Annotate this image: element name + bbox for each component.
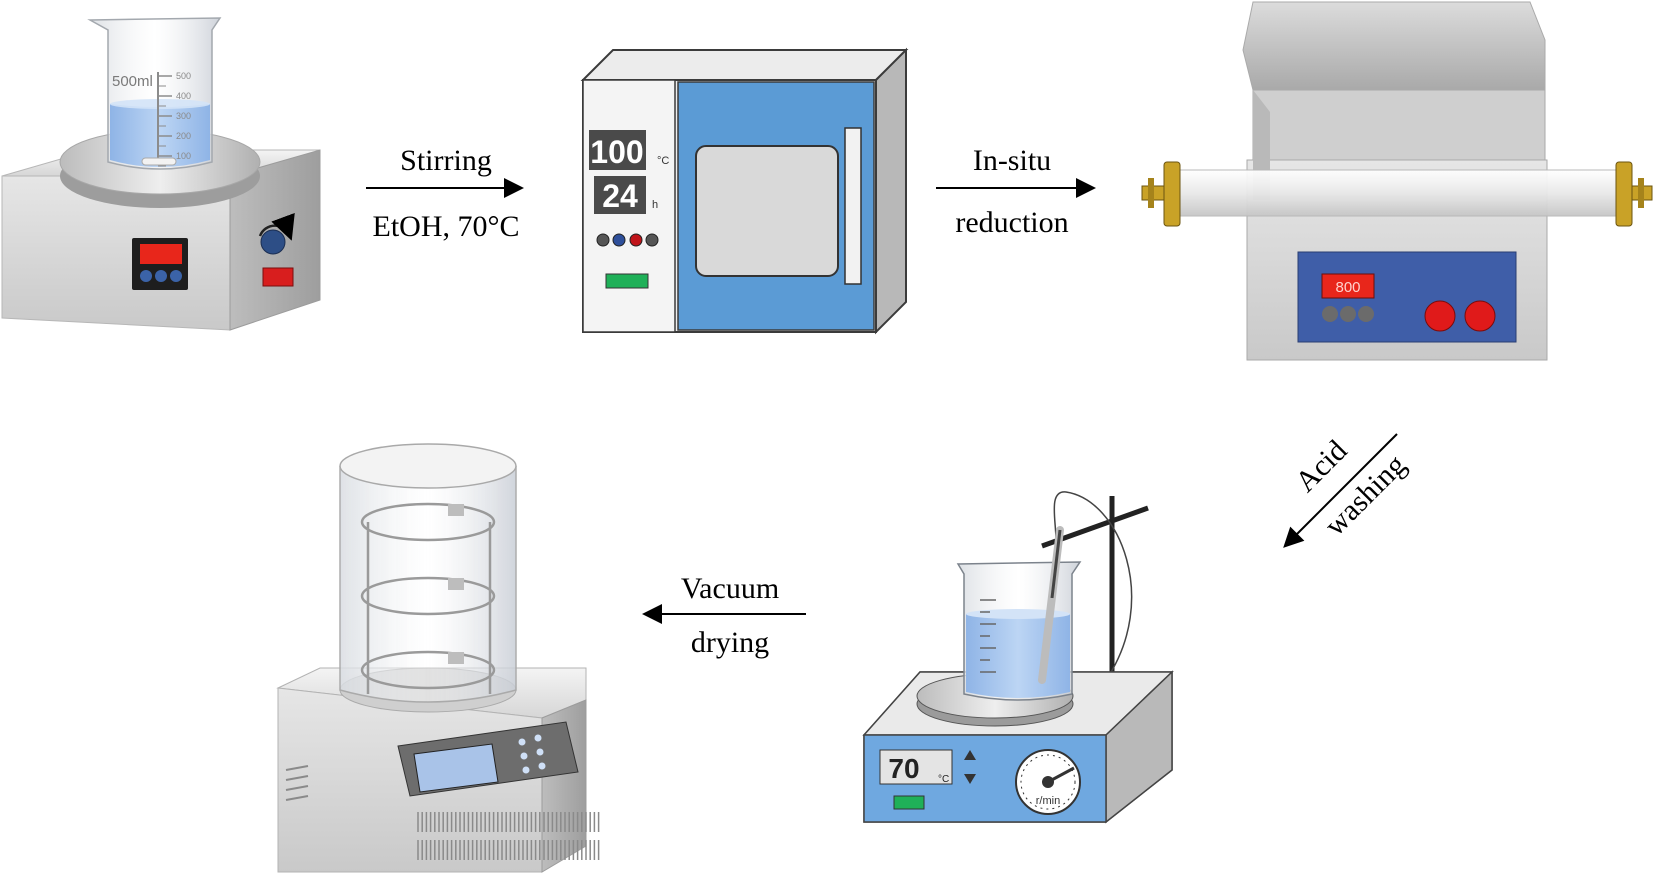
tube-flange-right (1615, 161, 1653, 227)
tube-furnace: 800 (1141, 1, 1653, 361)
beaker-graduation-label: 300 (176, 111, 191, 121)
step-label-drying: drying (691, 626, 769, 659)
beaker-graduations: 500 400 300 200 100 (158, 71, 191, 167)
speed-dial-unit: r/min (1036, 795, 1060, 807)
stirrer-display (140, 244, 182, 264)
hotplate-temperature-display (879, 749, 953, 785)
oven-time-value: 24 (602, 178, 638, 214)
beaker-graduation-label: 500 (176, 71, 191, 81)
step-label-in-situ: In-situ (973, 144, 1051, 177)
drying-oven: 100 °C 24 h (580, 47, 909, 335)
beaker-small-graduations (980, 599, 996, 673)
step-label-vacuum: Vacuum (681, 572, 779, 605)
beaker-500ml: 500ml 500 400 300 200 100 (87, 17, 222, 170)
oven-temperature-unit: °C (657, 155, 669, 167)
oven-buttons (596, 233, 659, 247)
magnetic-stirrer-with-beaker: 500ml 500 400 300 200 100 (1, 17, 321, 331)
oven-window (695, 145, 839, 277)
step-label-etoh: EtOH, 70°C (373, 210, 520, 243)
power-switch (262, 267, 294, 287)
step-arrow-washing: Acid washing (1283, 433, 1412, 548)
oven-time-display (594, 176, 646, 214)
step-arrow-reduction: In-situ reduction (936, 144, 1096, 239)
oven-power-indicator (605, 273, 649, 289)
hotplate-temperature-value: 70 (888, 753, 919, 784)
oven-door-handle (844, 127, 862, 285)
furnace-button-2 (1464, 300, 1496, 332)
freeze-dryer-side-vents (285, 765, 309, 801)
freeze-dryer-screen (413, 743, 499, 793)
electrode-cable (1053, 491, 1133, 681)
furnace-display (1321, 273, 1375, 299)
oven-time-unit: h (652, 199, 658, 211)
hotplate-temperature-unit: °C (938, 774, 949, 785)
stirrer-knob (260, 229, 286, 255)
temp-up-arrow-icon (964, 750, 976, 760)
step-label-stirring: Stirring (400, 144, 492, 177)
step-label-reduction: reduction (955, 206, 1068, 239)
freeze-dryer-keypad (518, 734, 546, 774)
furnace-display-value: 800 (1335, 279, 1360, 296)
temp-down-arrow-icon (964, 774, 976, 784)
step-arrow-drying: Vacuum drying (642, 572, 806, 659)
furnace-button-1 (1424, 300, 1456, 332)
hotplate-power-indicator (893, 795, 925, 810)
step-label-acid: Acid (1289, 434, 1354, 499)
hotplate-stirrer-with-electrode: 70 °C r/min (862, 491, 1174, 824)
beaker-small (956, 526, 1082, 701)
speed-dial: r/min (1015, 749, 1081, 815)
quartz-tube (1167, 169, 1629, 217)
beaker-volume-label: 500ml (112, 73, 153, 90)
tube-flange-left (1141, 161, 1181, 227)
beaker-graduation-label: 100 (176, 151, 191, 161)
beaker-graduation-label: 400 (176, 91, 191, 101)
vacuum-freeze-dryer (276, 443, 600, 873)
freeze-dryer-chamber (339, 466, 517, 703)
oven-temperature-value: 100 (590, 134, 643, 170)
step-arrow-stirring: Stirring EtOH, 70°C (366, 144, 524, 243)
beaker-graduation-label: 200 (176, 131, 191, 141)
oven-temperature-display (589, 130, 646, 170)
freeze-dryer-shelves (360, 502, 496, 694)
stir-bar (141, 157, 177, 166)
freeze-dryer-bottom-vents (417, 812, 600, 860)
